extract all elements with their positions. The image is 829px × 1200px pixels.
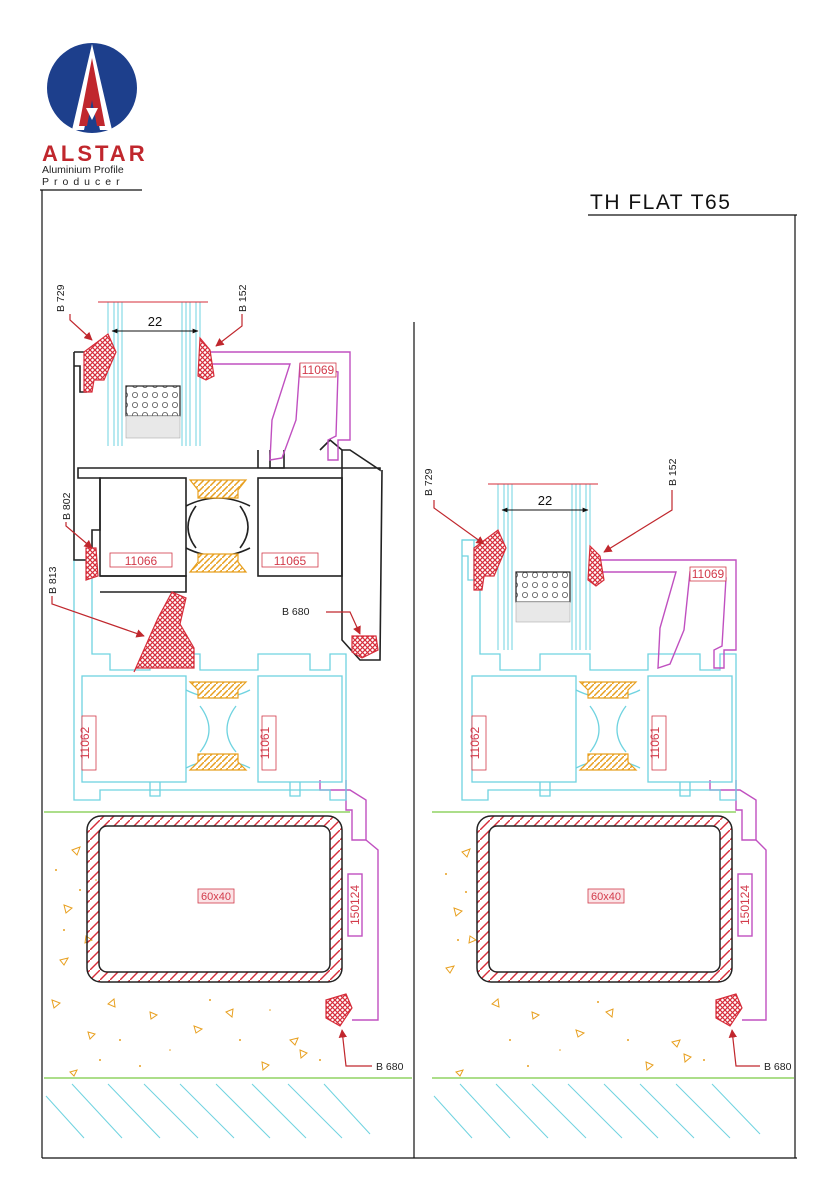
left-callout-b680-upper: B 680 xyxy=(282,606,310,618)
right-callouts xyxy=(433,490,760,1067)
left-steel-tube: 60x40 xyxy=(86,815,343,983)
left-glass-unit xyxy=(98,301,208,446)
brand-tagline-producer: Producer xyxy=(42,176,125,188)
left-gaskets xyxy=(83,333,379,1027)
logo-triangle xyxy=(86,108,98,120)
left-frame-outer-label: 11061 xyxy=(258,726,272,759)
left-callout-b813: B 813 xyxy=(47,566,59,594)
right-frame-thermal-breaks xyxy=(578,681,638,771)
left-frame-inner-label: 11062 xyxy=(78,726,92,759)
right-dimension-value: 22 xyxy=(538,493,552,508)
left-frame-profile xyxy=(73,559,347,801)
right-gaskets xyxy=(473,529,743,1027)
left-callout-b802: B 802 xyxy=(61,492,73,520)
left-sash-inner-label: 11066 xyxy=(125,554,158,568)
left-callout-b680-lower: B 680 xyxy=(376,1061,404,1073)
right-cover-profile xyxy=(709,780,767,1021)
right-glazing-bead-label: 11069 xyxy=(692,567,725,581)
left-callouts xyxy=(51,314,372,1067)
left-glass-dimension: 22 xyxy=(111,314,199,334)
left-cover-label: 150124 xyxy=(348,885,362,925)
drawing-title: TH FLAT T65 xyxy=(590,191,731,214)
left-dimension-value: 22 xyxy=(148,314,162,329)
logo-a-inner xyxy=(79,58,105,126)
right-frame-outer-label: 11061 xyxy=(648,726,662,759)
left-sash-profile xyxy=(73,351,383,661)
right-concrete xyxy=(432,811,794,1139)
sheet-border xyxy=(41,190,797,1159)
left-glazing-bead-label: 11069 xyxy=(302,363,335,377)
left-glazing-bead xyxy=(207,351,351,461)
right-glass-dimension: 22 xyxy=(501,493,589,513)
right-callout-b680-lower: B 680 xyxy=(764,1061,792,1073)
right-section: 60x40 150124 11062 11061 xyxy=(423,458,794,1139)
left-sash-thermal-breaks xyxy=(188,479,248,573)
right-cover-label: 150124 xyxy=(738,885,752,925)
left-callout-b729: B 729 xyxy=(55,284,67,312)
right-frame-inner-label: 11062 xyxy=(468,726,482,759)
left-callout-b152: B 152 xyxy=(237,284,249,312)
brand-tagline: Aluminium Profile xyxy=(42,164,124,176)
left-frame-thermal-breaks xyxy=(188,681,248,771)
right-callout-b152: B 152 xyxy=(667,458,679,486)
right-steel-tube: 60x40 xyxy=(476,815,733,983)
alstar-logo xyxy=(47,43,137,133)
left-section: 60x40 150124 11062 11061 xyxy=(44,284,412,1139)
right-glass-unit xyxy=(488,483,598,650)
right-tube-label: 60x40 xyxy=(591,891,621,903)
left-sash-outer-label: 11065 xyxy=(274,554,307,568)
left-concrete xyxy=(44,811,412,1139)
right-callout-b729: B 729 xyxy=(423,468,435,496)
left-tube-label: 60x40 xyxy=(201,891,231,903)
brand-name: ALSTAR xyxy=(42,141,148,166)
